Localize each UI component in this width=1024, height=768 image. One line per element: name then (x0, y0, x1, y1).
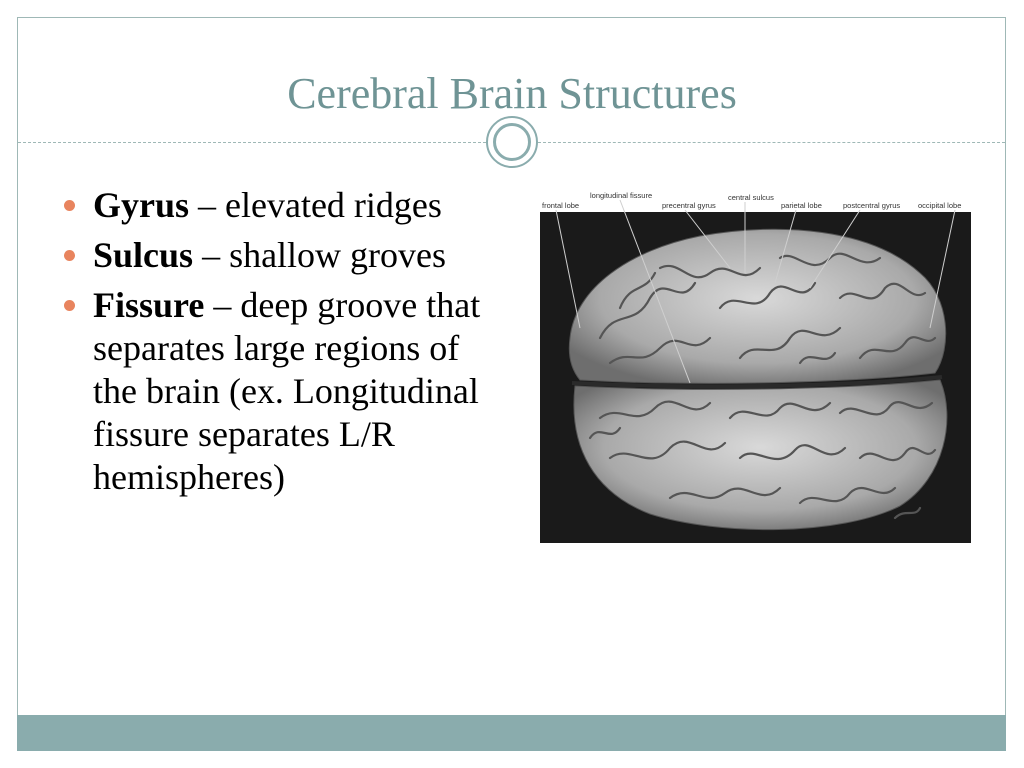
label-precentral-gyrus: precentral gyrus (662, 201, 716, 210)
bullet-sulcus: Sulcus – shallow groves (62, 234, 482, 277)
circle-ornament-icon (486, 116, 538, 168)
bullet-dot-icon (64, 200, 75, 211)
longitudinal-fissure-line (571, 375, 943, 389)
title-divider-right (538, 142, 1005, 143)
label-postcentral-gyrus: postcentral gyrus (843, 201, 900, 210)
bullet-term: Gyrus (93, 185, 190, 225)
label-frontal-lobe: frontal lobe (542, 201, 579, 210)
bullet-separator: – (193, 235, 230, 275)
bullet-gyrus: Gyrus – elevated ridges (62, 184, 482, 227)
bullet-separator: – (189, 185, 226, 225)
label-occipital-lobe: occipital lobe (918, 201, 961, 210)
label-central-sulcus: central sulcus (728, 193, 774, 202)
circle-ornament-inner (493, 123, 531, 161)
slide-title: Cerebral Brain Structures (287, 69, 737, 118)
label-strip (540, 188, 971, 212)
leader-lines (555, 199, 956, 384)
label-parietal-lobe: parietal lobe (781, 201, 822, 210)
title-divider-left (18, 142, 486, 143)
bullet-definition: shallow groves (229, 235, 447, 275)
bullet-dot-icon (64, 250, 75, 261)
footer-band (17, 715, 1006, 751)
bullet-fissure: Fissure – deep groove that separates lar… (62, 284, 482, 499)
bullet-definition: deep groove that separates large regions… (93, 285, 481, 497)
brain-folds (588, 252, 937, 520)
label-longitudinal-fissure: longitudinal fissure (590, 191, 652, 200)
brain-figure: frontal lobe longitudinal fissure precen… (540, 188, 971, 543)
bullet-definition: elevated ridges (225, 185, 442, 225)
bullet-separator: – (204, 285, 241, 325)
bullet-term: Sulcus (93, 235, 194, 275)
bullet-term: Fissure (93, 285, 205, 325)
bullet-list: Gyrus – elevated ridges Sulcus – shallow… (62, 184, 482, 506)
bullet-dot-icon (64, 300, 75, 311)
